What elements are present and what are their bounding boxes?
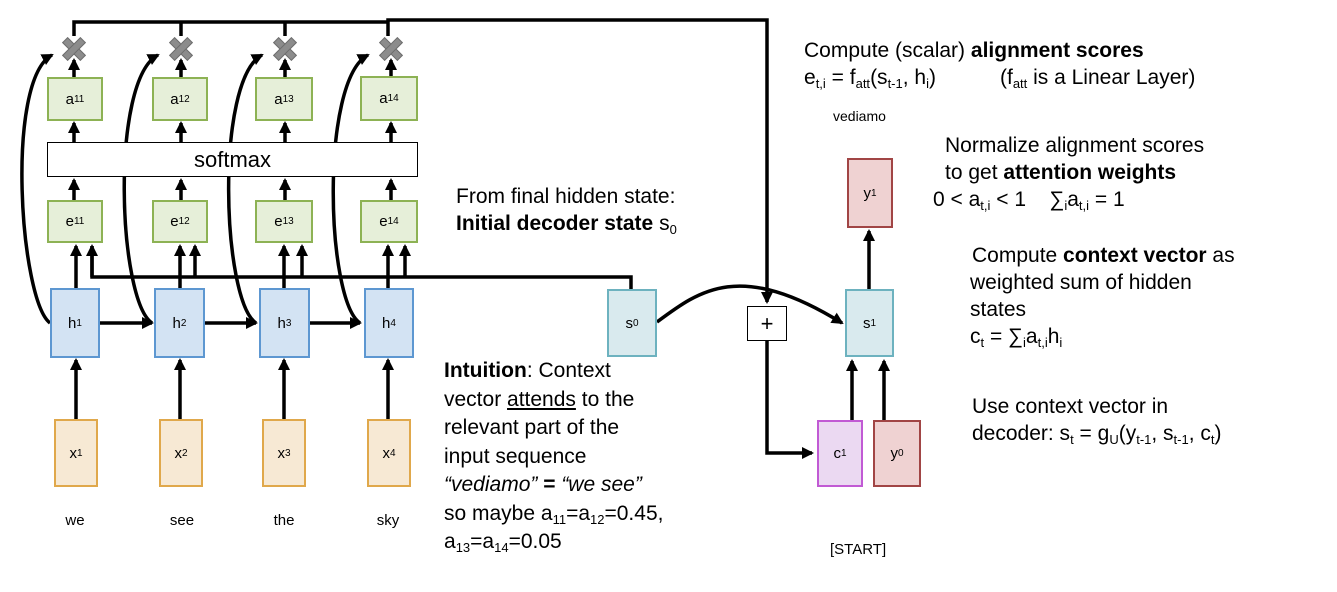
normalize-annotation: Normalize alignment scores to get attent… (933, 134, 1205, 213)
arrow-plus-c1 (765, 340, 814, 459)
alignment-annotation: Compute (scalar) alignment scores et,i =… (804, 39, 1196, 91)
start-token-label: [START] (830, 541, 887, 558)
intuition-example-1: so maybe a11=a12=0.45, (444, 501, 664, 527)
output-word-label: vediamo (833, 108, 886, 124)
normalize-formula: 0 < at,i < 1 ∑iat,i = 1 (933, 188, 1125, 213)
alignment-formula: et,i = fatt(st-1, hi)(fatt is a Linear L… (804, 66, 1196, 91)
input-word: we (65, 512, 85, 529)
context-sum-bus (72, 20, 388, 36)
context-sum-bus-to-plus (386, 18, 773, 304)
intuition-example-2: a13=a14=0.05 (444, 530, 562, 555)
curve-h2-mul (122, 53, 160, 325)
context-formula: ct = ∑iat,ihi (970, 325, 1063, 350)
curve-h1-mul (20, 53, 54, 325)
use-context-annotation: Use context vector in decoder: st = gU(y… (972, 395, 1222, 447)
sum-node: + (747, 306, 787, 341)
curve-h3-mul (226, 53, 264, 325)
multiply-icon (377, 35, 405, 63)
multiply-icon (167, 35, 195, 63)
input-word: sky (376, 512, 400, 529)
context-annotation: Compute context vector as weighted sum o… (970, 244, 1235, 350)
curve-s0-s1 (655, 284, 844, 325)
input-word: see (169, 512, 195, 529)
multiply-icon (60, 35, 88, 63)
multiply-icon (271, 35, 299, 63)
decoder-formula: decoder: st = gU(yt-1, st-1, ct) (972, 422, 1222, 447)
softmax-layer: softmax (47, 142, 418, 177)
curve-h4-mul (331, 53, 370, 325)
s0-to-scores-line (90, 246, 633, 290)
intuition-annotation: Intuition: Context vector attends to the… (444, 359, 664, 555)
input-word: the (273, 512, 295, 529)
init-state-annotation: From final hidden state: Initial decoder… (456, 185, 677, 237)
